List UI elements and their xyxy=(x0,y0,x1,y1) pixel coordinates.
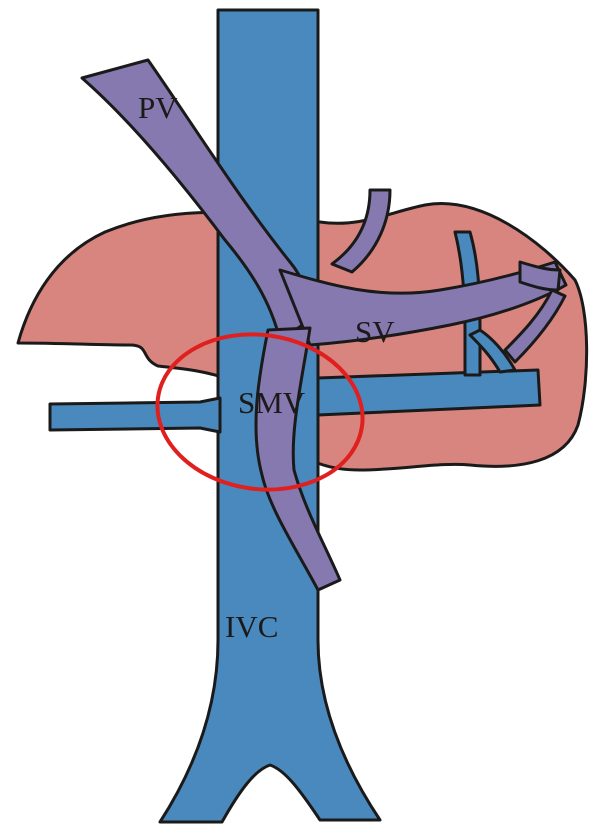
sv-label: SV xyxy=(355,314,395,349)
left-renal-vein-shape xyxy=(50,398,220,432)
pv-label: PV xyxy=(138,90,178,125)
ivc-label: IVC xyxy=(225,609,278,644)
smv-label: SMV xyxy=(238,385,306,420)
